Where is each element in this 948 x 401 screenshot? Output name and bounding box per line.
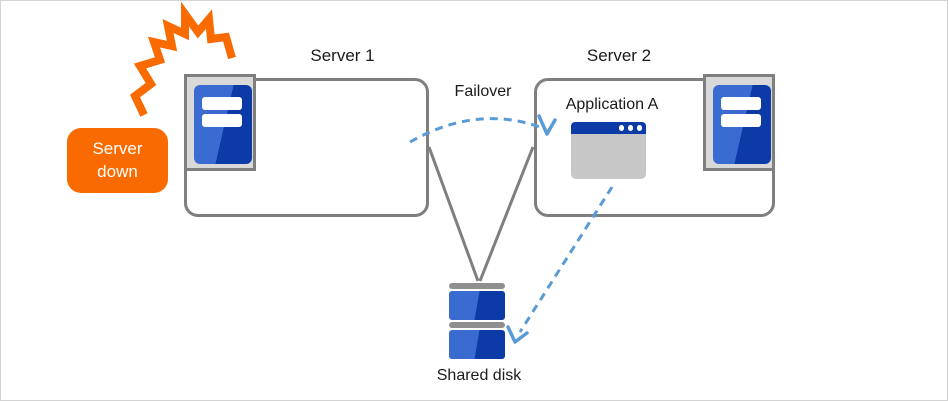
window-titlebar [571,122,646,134]
shared-disk-icon [449,283,505,361]
failover-arrow-line [409,117,546,144]
server-slot [202,114,242,127]
server-chassis [713,85,771,164]
application-window-icon [571,122,646,179]
server2-icon [703,74,775,171]
server-down-label: Server down [92,138,143,181]
server1-icon [184,74,256,171]
window-dot-icon [627,125,633,131]
disk-platter [449,291,505,320]
app-to-disk-arrowhead-icon [506,325,529,344]
server-slot [721,114,761,127]
failover-label: Failover [454,83,512,100]
application-label: Application A [565,96,659,113]
server2-disk-link-line [478,146,535,282]
window-dot-icon [618,125,624,131]
shared-disk-label: Shared disk [436,367,522,384]
window-body [571,134,646,179]
disk-platter [449,330,505,359]
server1-disk-link-line [427,146,480,282]
server-slot [721,97,761,110]
server2-label: Server 2 [586,46,652,65]
server1-label: Server 1 [310,46,375,65]
disk-cap [449,322,505,328]
server-down-badge: Server down [67,128,168,193]
window-dot-icon [636,125,642,131]
server-chassis [194,85,252,164]
disk-cap [449,283,505,289]
server-slot [202,97,242,110]
